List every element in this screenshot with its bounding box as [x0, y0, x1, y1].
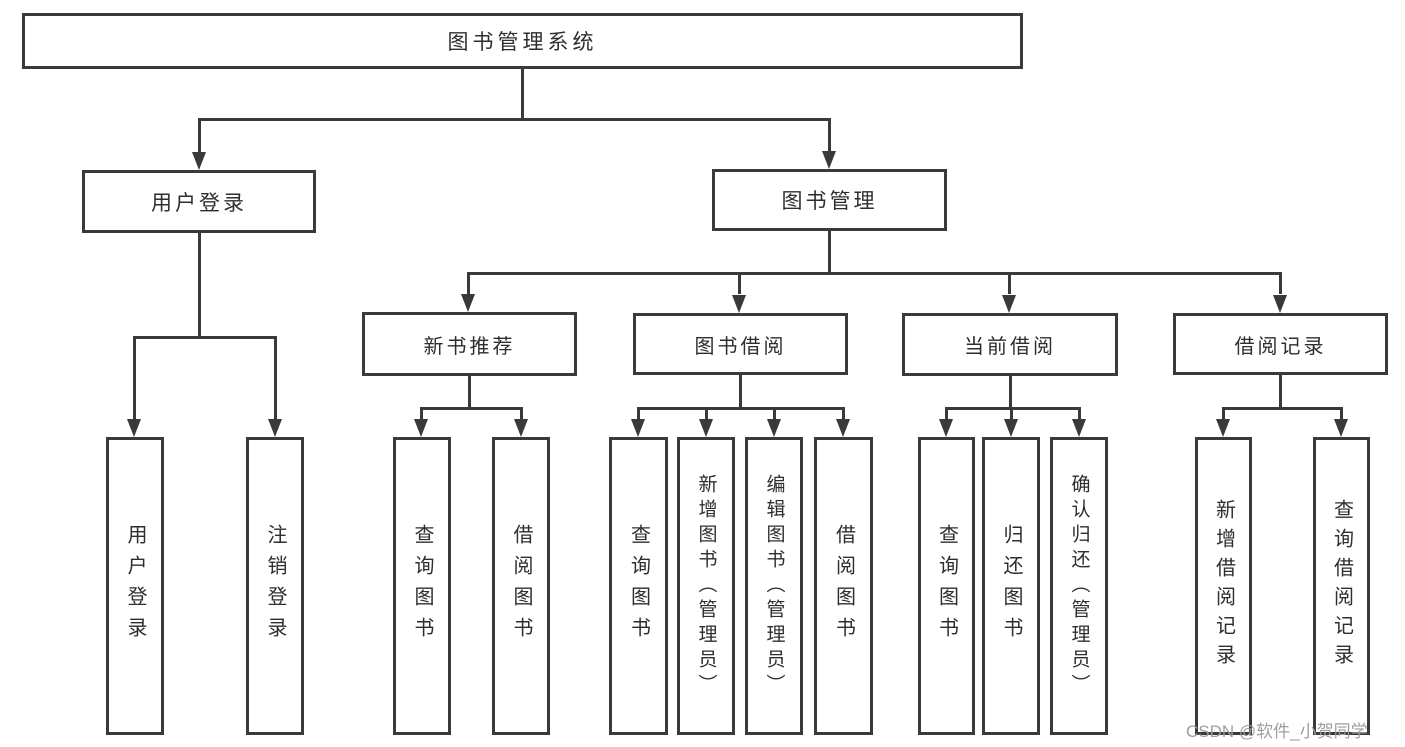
connector-line [467, 272, 1282, 275]
node-root-label: 图书管理系统 [447, 31, 598, 54]
leaf-query-borrow-record: 查询借阅记录 [1313, 437, 1370, 735]
leaf-user-login: 用户登录 [106, 437, 164, 735]
arrowhead-icon [732, 295, 746, 313]
node-root: 图书管理系统 [22, 13, 1023, 69]
leaf-query-book-borrow: 查询图书 [609, 437, 668, 735]
connector-line [198, 118, 201, 152]
connector-line [1222, 407, 1225, 419]
connector-line [198, 118, 831, 121]
leaf-edit-book-admin-label: 编辑图书（管理员） [763, 473, 785, 699]
arrowhead-icon [836, 419, 850, 437]
arrowhead-icon [699, 419, 713, 437]
connector-line [1078, 407, 1081, 419]
leaf-query-book-current: 查询图书 [918, 437, 975, 735]
connector-line [133, 336, 136, 419]
node-book-management-label: 图书管理 [781, 190, 878, 213]
leaf-logout: 注销登录 [246, 437, 304, 735]
node-new-book-recommend-label: 新书推荐 [423, 335, 516, 358]
connector-line [467, 272, 470, 294]
leaf-add-borrow-record-label: 新增借阅记录 [1212, 499, 1235, 673]
arrowhead-icon [631, 419, 645, 437]
connector-line [468, 376, 471, 407]
arrowhead-icon [461, 294, 475, 312]
arrowhead-icon [268, 419, 282, 437]
connector-line [198, 233, 201, 336]
leaf-borrow-book-recommend: 借阅图书 [492, 437, 550, 735]
node-current-borrow-label: 当前借阅 [964, 336, 1056, 358]
leaf-borrow-book-label: 借阅图书 [832, 524, 855, 648]
arrowhead-icon [1334, 419, 1348, 437]
arrowhead-icon [1273, 295, 1287, 313]
connector-line [1279, 375, 1282, 407]
leaf-query-book-recommend: 查询图书 [393, 437, 451, 735]
connector-line [773, 407, 776, 419]
connector-line [1008, 272, 1011, 294]
connector-line [1222, 407, 1343, 410]
leaf-user-login-label: 用户登录 [124, 524, 146, 648]
arrowhead-icon [767, 419, 781, 437]
arrowhead-icon [822, 151, 836, 169]
connector-line [1279, 272, 1282, 294]
leaf-return-book: 归还图书 [982, 437, 1040, 735]
leaf-return-book-label: 归还图书 [1000, 524, 1022, 648]
arrowhead-icon [127, 419, 141, 437]
connector-line [738, 272, 741, 294]
arrowhead-icon [192, 152, 206, 170]
leaf-query-book-current-label: 查询图书 [935, 524, 958, 648]
node-borrow-record: 借阅记录 [1173, 313, 1388, 375]
connector-line [739, 375, 742, 407]
node-new-book-recommend: 新书推荐 [362, 312, 577, 376]
connector-line [133, 336, 277, 339]
connector-line [520, 407, 523, 419]
leaf-query-borrow-record-label: 查询借阅记录 [1330, 499, 1353, 673]
leaf-edit-book-admin: 编辑图书（管理员） [745, 437, 803, 735]
arrowhead-icon [1002, 295, 1016, 313]
connector-line [945, 407, 1081, 410]
leaf-add-borrow-record: 新增借阅记录 [1195, 437, 1252, 735]
arrowhead-icon [1004, 419, 1018, 437]
leaf-add-book-admin-label: 新增图书（管理员） [695, 473, 717, 699]
leaf-query-book-borrow-label: 查询图书 [627, 524, 650, 648]
connector-line [1009, 376, 1012, 407]
connector-line [828, 118, 831, 151]
leaf-confirm-return-admin: 确认归还（管理员） [1050, 437, 1108, 735]
node-borrow-record-label: 借阅记录 [1234, 335, 1327, 358]
connector-line [842, 407, 845, 419]
node-book-borrow: 图书借阅 [633, 313, 848, 375]
connector-line [521, 69, 524, 118]
arrowhead-icon [1216, 419, 1230, 437]
arrowhead-icon [414, 419, 428, 437]
node-user-login: 用户登录 [82, 170, 316, 233]
connector-line [637, 407, 640, 419]
leaf-logout-label: 注销登录 [264, 524, 286, 648]
arrowhead-icon [1072, 419, 1086, 437]
connector-line [637, 407, 845, 410]
connector-line [705, 407, 708, 419]
connector-line [945, 407, 948, 419]
leaf-borrow-book: 借阅图书 [814, 437, 873, 735]
node-user-login-label: 用户登录 [151, 191, 247, 215]
arrowhead-icon [939, 419, 953, 437]
connector-line [420, 407, 523, 410]
leaf-query-book-recommend-label: 查询图书 [411, 524, 433, 648]
leaf-add-book-admin: 新增图书（管理员） [677, 437, 735, 735]
node-book-management: 图书管理 [712, 169, 947, 231]
node-book-borrow-label: 图书借阅 [694, 335, 787, 358]
connector-line [420, 407, 423, 419]
leaf-confirm-return-admin-label: 确认归还（管理员） [1068, 473, 1090, 699]
connector-line [828, 231, 831, 272]
node-current-borrow: 当前借阅 [902, 313, 1118, 376]
connector-line [1340, 407, 1343, 419]
arrowhead-icon [514, 419, 528, 437]
watermark-text: CSDN @软件_小贺同学 [1186, 722, 1368, 741]
leaf-borrow-book-recommend-label: 借阅图书 [510, 524, 532, 648]
connector-line [274, 336, 277, 419]
connector-line [1010, 407, 1013, 419]
